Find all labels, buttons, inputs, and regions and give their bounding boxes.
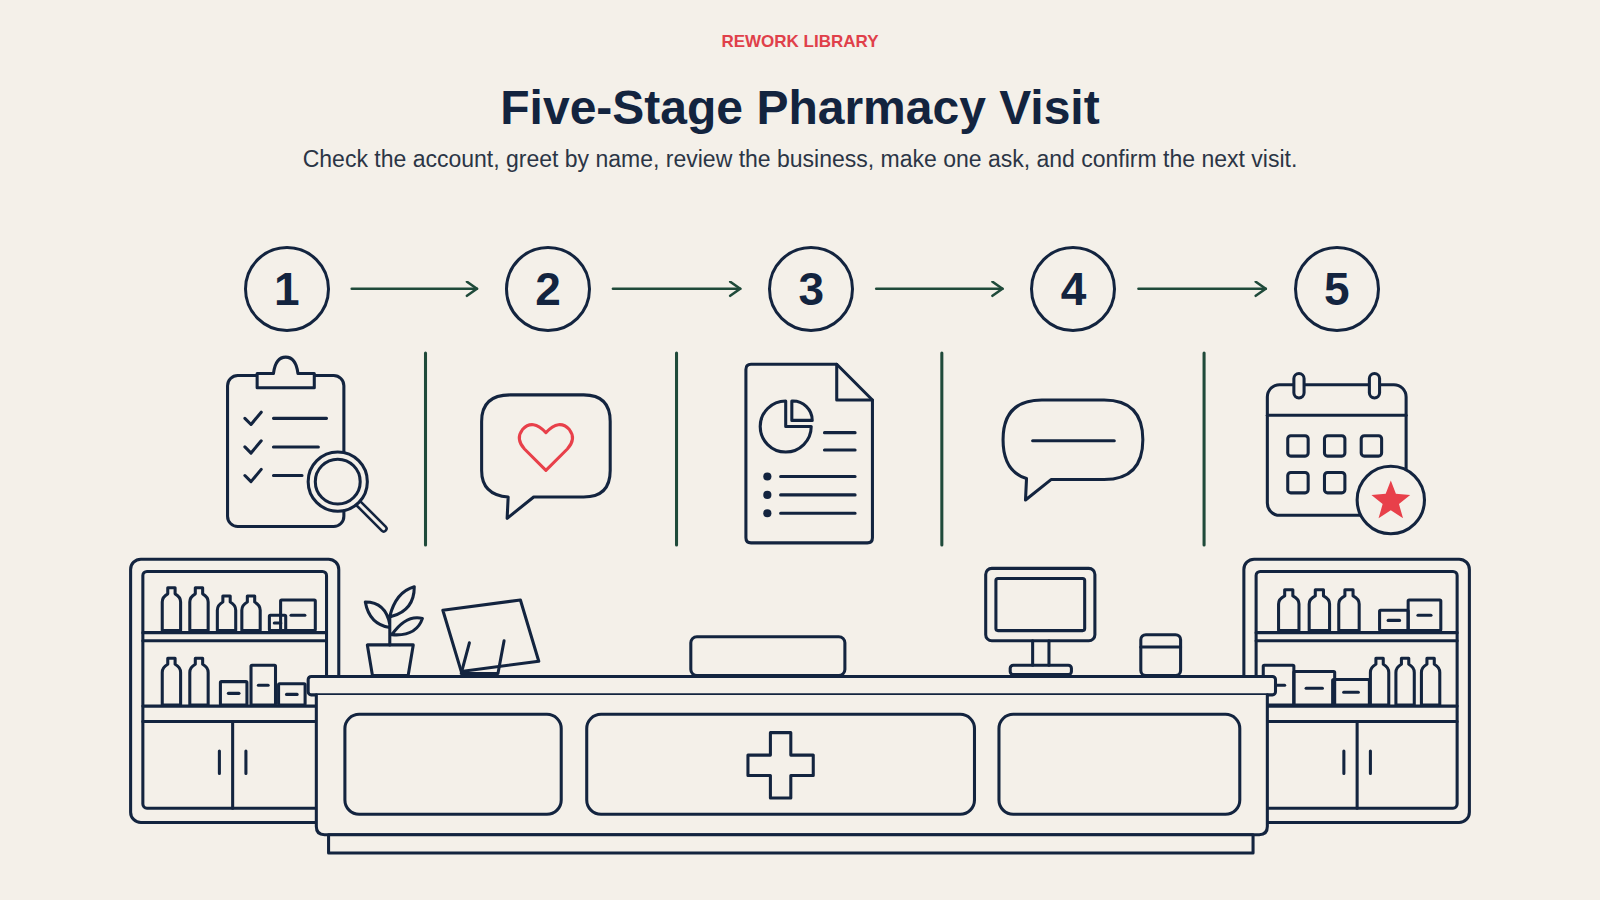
stage-number: 4 bbox=[1061, 266, 1087, 312]
stage-arrow bbox=[352, 287, 477, 290]
stage-circle: 4 bbox=[1030, 246, 1116, 332]
stage-arrow bbox=[876, 287, 1002, 290]
calendar-icon bbox=[1267, 373, 1424, 533]
stage-circle: 5 bbox=[1294, 246, 1380, 332]
stage-arrow bbox=[1138, 287, 1265, 290]
report-icon bbox=[746, 364, 873, 543]
stage-arrow bbox=[613, 287, 740, 290]
stage-number: 3 bbox=[798, 266, 824, 312]
pharmacy-counter bbox=[308, 677, 1275, 854]
separator bbox=[426, 353, 1205, 545]
stage-circle: 2 bbox=[505, 246, 591, 332]
stage-circle: 3 bbox=[768, 246, 854, 332]
stage-number: 2 bbox=[535, 266, 561, 312]
stage-number: 1 bbox=[274, 266, 300, 312]
right-cabinet bbox=[1244, 559, 1470, 822]
stage-number: 5 bbox=[1324, 266, 1350, 312]
library-label: REWORK LIBRARY bbox=[0, 32, 1600, 52]
counter-items bbox=[365, 568, 1180, 675]
stage-circle: 1 bbox=[244, 246, 330, 332]
diagram-caption: Check the account, greet by name, review… bbox=[0, 146, 1600, 173]
clipboard-icon bbox=[228, 357, 384, 528]
heart-bubble-icon bbox=[482, 395, 611, 518]
diagram-title: Five-Stage Pharmacy Visit bbox=[0, 80, 1600, 135]
speech-bubble-icon bbox=[1003, 400, 1143, 500]
